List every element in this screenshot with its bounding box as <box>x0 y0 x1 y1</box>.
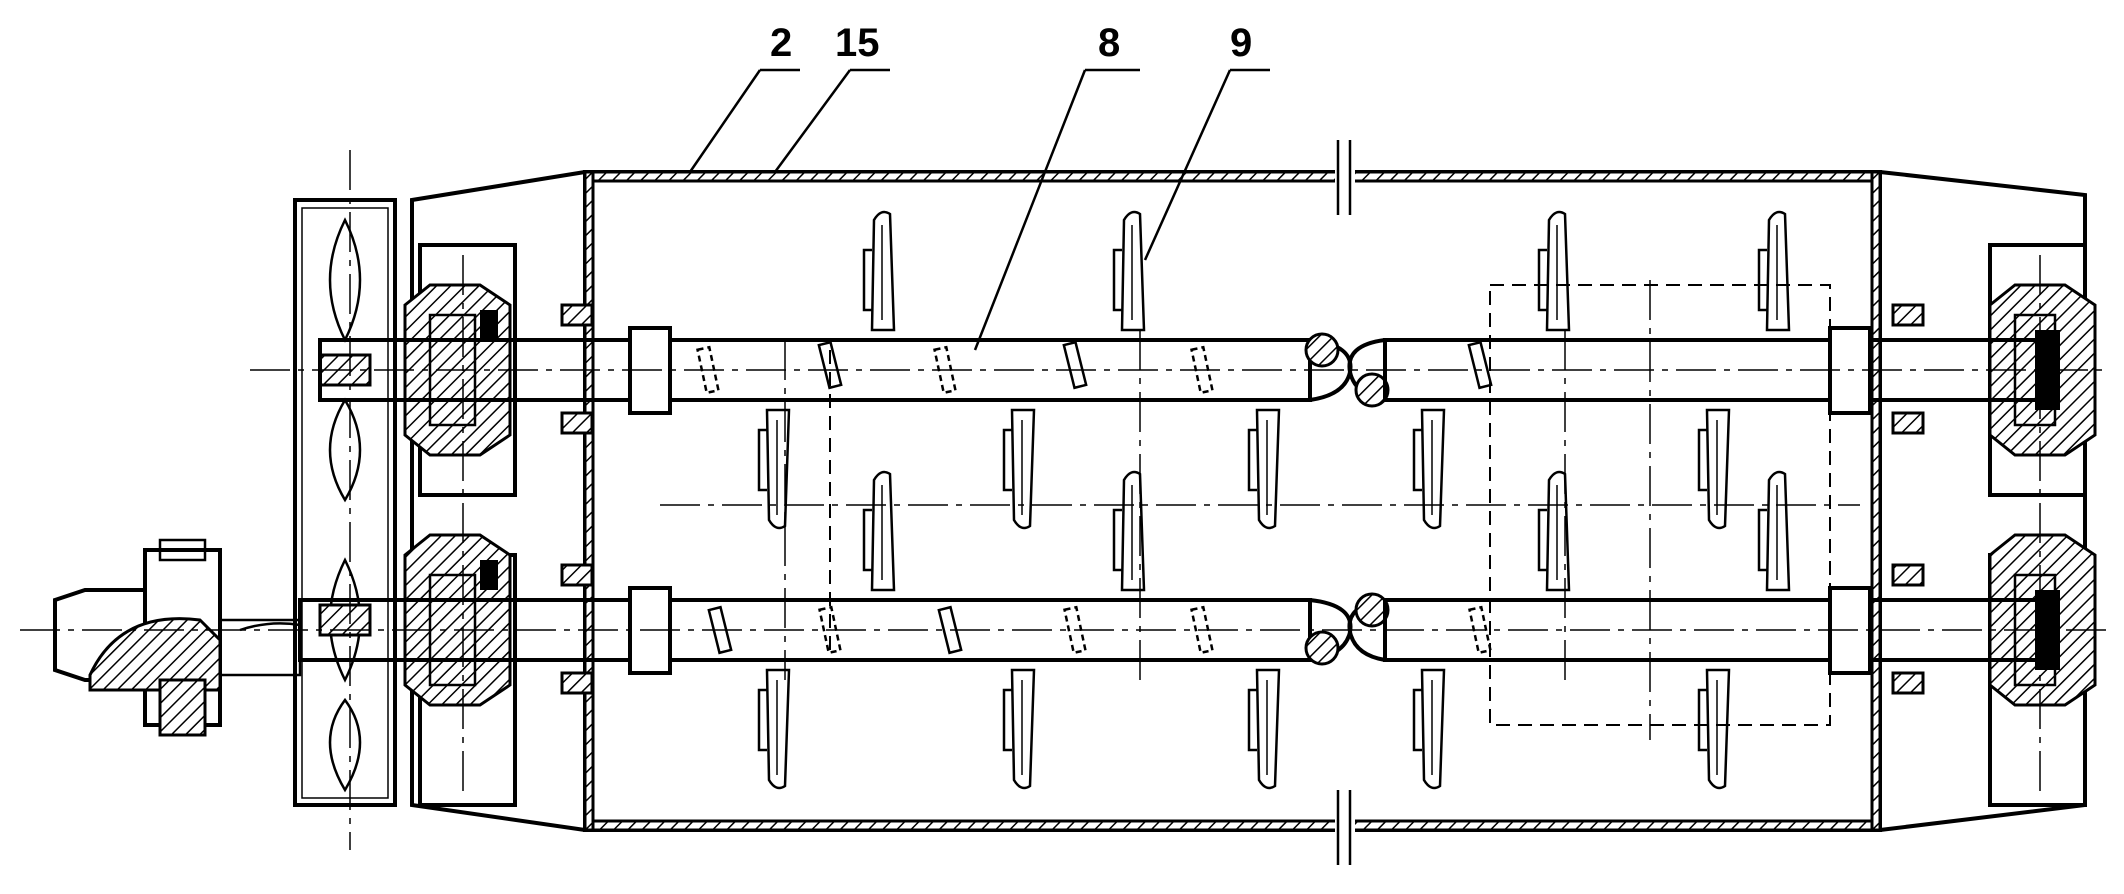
right-bearings <box>1988 243 2097 807</box>
motor-coupling <box>53 538 302 737</box>
leader-lines <box>688 68 1270 351</box>
callout-8: 8 <box>1098 21 1120 65</box>
centre-lines <box>20 150 2110 850</box>
callout-labels: 2 15 8 9 <box>770 21 1252 65</box>
drive-sprocket-frame <box>293 198 397 807</box>
lower-shaft <box>298 563 2052 695</box>
callout-15: 15 <box>835 21 880 65</box>
left-bearings <box>403 243 517 807</box>
callout-2: 2 <box>770 21 792 65</box>
upper-shaft <box>318 303 2052 435</box>
callout-9: 9 <box>1230 21 1252 65</box>
